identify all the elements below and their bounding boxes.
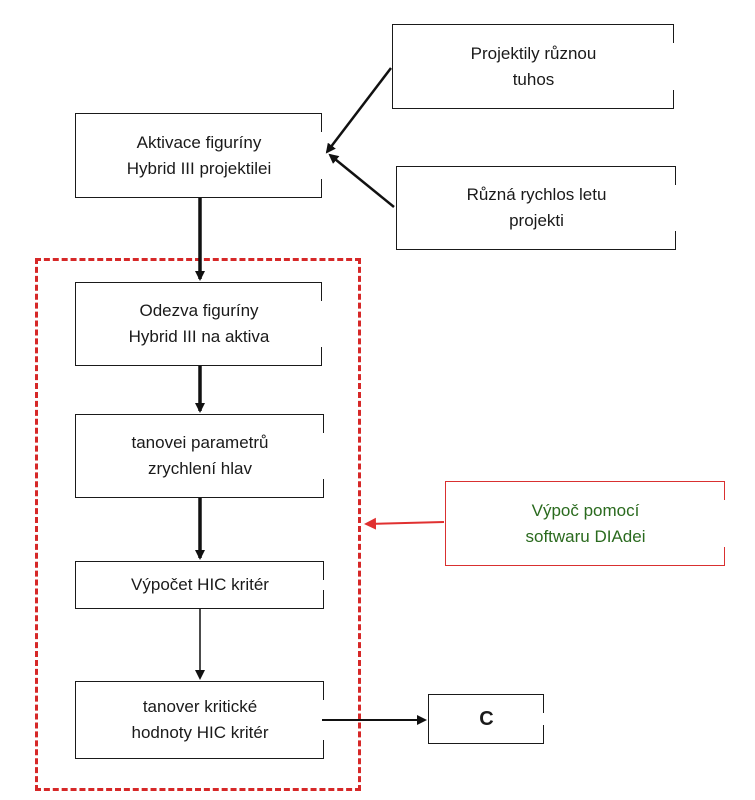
node-aktivace-line-1: Aktivace figuríny <box>136 132 262 152</box>
node-odezva: Odezva figuríny Hybrid III na aktiva <box>75 282 322 366</box>
node-rychlost-line-2: projekti <box>509 211 564 230</box>
dashed-processing-frame <box>35 258 361 791</box>
arrow-rychlost-to-aktivace <box>328 153 395 208</box>
node-stanoveni-parametru-line-2: zrychlení hlav <box>148 459 252 478</box>
node-aktivace-line-2: Hybrid III projektilei <box>126 158 272 178</box>
arrow-diadem-to-frame <box>364 517 445 530</box>
node-odezva-line-2: Hybrid III na aktiva <box>128 327 270 346</box>
node-stanoveni-parametru-line-1: tanovei parametrů <box>131 433 269 452</box>
node-projektily-line-1: Projektily různou <box>470 43 597 63</box>
node-vypocet-diadem: Výpoč pomocí softwaru DIAdei <box>445 481 725 566</box>
arrow-projektily-to-aktivace <box>325 67 392 154</box>
node-odezva-line-1: Odezva figuríny <box>139 301 259 320</box>
node-projektily-line-2: tuhos <box>512 69 555 89</box>
node-stanoveni-kriticke: tanover kritické hodnoty HIC kritér <box>75 681 324 759</box>
node-stanoveni-kriticke-line-1: tanover kritické <box>142 697 258 716</box>
node-vysledek: C <box>428 694 544 744</box>
node-vysledek-line-1: C <box>479 708 494 730</box>
node-aktivace: Aktivace figuríny Hybrid III projektilei <box>75 113 322 198</box>
node-projektily: Projektily různou tuhos <box>392 24 674 109</box>
node-vypocet-hic-line-1: Výpočet HIC kritér <box>131 575 269 594</box>
node-rychlost: Různá rychlos letu projekti <box>396 166 676 250</box>
node-vypocet-diadem-line-1: Výpoč pomocí <box>531 500 640 520</box>
node-stanoveni-kriticke-line-2: hodnoty HIC kritér <box>131 723 269 742</box>
node-stanoveni-parametru: tanovei parametrů zrychlení hlav <box>75 414 324 498</box>
node-vypocet-hic: Výpočet HIC kritér <box>75 561 324 609</box>
node-rychlost-line-1: Různá rychlos letu <box>466 185 607 204</box>
node-vypocet-diadem-line-2: softwaru DIAdei <box>525 526 646 546</box>
